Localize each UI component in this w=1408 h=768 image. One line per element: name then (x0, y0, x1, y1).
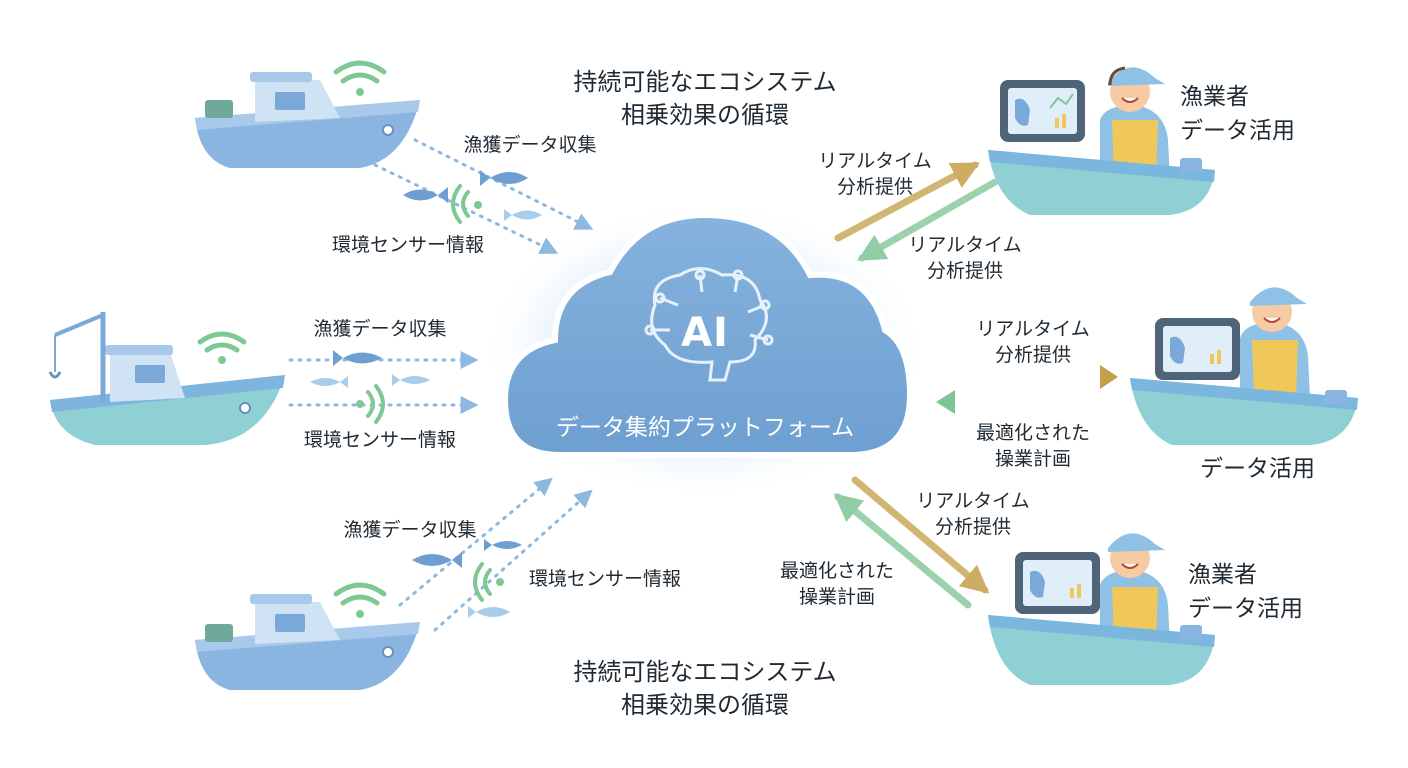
fisher-label-middle: データ活用 (1200, 452, 1315, 486)
link-label-mid-out: リアルタイム 分析提供 (958, 316, 1108, 368)
wifi-icon-top (333, 60, 387, 96)
link-label-bot-in: 最適化された 操業計画 (762, 558, 912, 610)
link-top-in-1: リアルタイム (908, 234, 1022, 256)
fisher-label-top: 漁業者 データ活用 (1180, 80, 1295, 148)
data-platform-cloud (480, 200, 930, 500)
ecosystem-bottom-line1: 持続可能なエコシステム (573, 658, 837, 686)
ecosystem-top-line1: 持続可能なエコシステム (573, 68, 837, 96)
fishing-boat-middle (48, 312, 285, 445)
fisher-bottom-line1: 漁業者 (1188, 562, 1257, 588)
fisher-top-line1: 漁業者 (1180, 84, 1249, 110)
link-label-top-in: リアルタイム 分析提供 (890, 232, 1040, 284)
catch-label-top: 漁獲データ収集 (463, 134, 597, 156)
fish-icon (333, 170, 528, 568)
wifi-icon-middle (197, 331, 247, 364)
sensor-wave-icon (356, 184, 504, 602)
link-mid-in-1: 最適化された (975, 422, 1090, 444)
data-flow-bottom (398, 477, 593, 632)
fish-icon-light (310, 209, 542, 618)
wifi-icon-bottom (333, 582, 387, 618)
platform-title: データ集約プラットフォーム (555, 415, 855, 441)
fisher-bottom (988, 533, 1215, 685)
link-bot-in-1: 最適化された (779, 560, 894, 582)
fisher-top (988, 66, 1215, 215)
sensor-label-top: 環境センサー情報 (331, 234, 484, 256)
arrow-bot-out (851, 476, 990, 594)
ecosystem-bottom-line2: 相乗効果の循環 (621, 691, 789, 719)
sensor-label-bottom: 環境センサー情報 (528, 568, 681, 590)
link-mid-out-1: リアルタイム (976, 318, 1090, 340)
fisher-label-bottom: 漁業者 データ活用 (1188, 558, 1303, 626)
arrow-mid-out (934, 365, 1118, 389)
ecosystem-title-top: 持続可能なエコシステム 相乗効果の循環 (555, 66, 855, 132)
link-top-out-2: 分析提供 (836, 176, 913, 198)
ai-brain-icon (644, 267, 774, 382)
link-bot-out-2: 分析提供 (934, 516, 1011, 538)
link-bot-out-1: リアルタイム (916, 490, 1030, 512)
arrow-top-out (834, 161, 980, 242)
ai-label: AI (681, 310, 729, 356)
catch-label-bottom: 漁獲データ収集 (343, 519, 477, 541)
catch-label-middle: 漁獲データ収集 (313, 318, 447, 340)
link-label-top-out: リアルタイム 分析提供 (800, 148, 950, 200)
arrow-top-in (857, 178, 999, 262)
link-top-in-2: 分析提供 (926, 260, 1003, 282)
sensor-label-middle: 環境センサー情報 (303, 429, 456, 451)
fisher-bottom-line2: データ活用 (1188, 596, 1303, 622)
link-label-bot-out: リアルタイム 分析提供 (898, 488, 1048, 540)
ecosystem-title-bottom: 持続可能なエコシステム 相乗効果の循環 (555, 656, 855, 722)
ecosystem-top-line2: 相乗効果の循環 (621, 101, 789, 129)
link-bot-in-2: 操業計画 (798, 586, 875, 608)
fisher-middle-line1: データ活用 (1200, 456, 1315, 482)
link-mid-out-2: 分析提供 (994, 344, 1071, 366)
fishing-boat-top (195, 72, 420, 168)
fishing-boat-bottom (195, 594, 420, 690)
link-label-mid-in: 最適化された 操業計画 (958, 420, 1108, 472)
arrow-mid-in (936, 390, 1122, 414)
link-mid-in-2: 操業計画 (994, 448, 1071, 470)
fisher-middle (1130, 287, 1358, 445)
arrow-bot-in (833, 493, 972, 609)
link-top-out-1: リアルタイム (818, 150, 932, 172)
fisher-top-line2: データ活用 (1180, 118, 1295, 144)
